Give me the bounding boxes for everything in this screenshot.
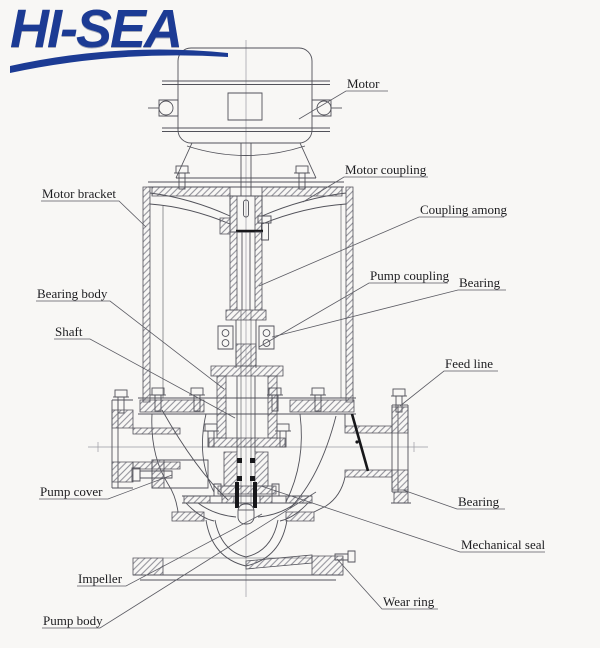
- shaft-and-couplings: [202, 143, 292, 505]
- logo-text: HI-SEA: [10, 0, 183, 59]
- feed-line-foot: [394, 492, 408, 503]
- coupling-among-label: Coupling among: [420, 202, 508, 217]
- pump-coupling-label: Pump coupling: [370, 268, 450, 283]
- pump-body-label: Pump body: [43, 613, 103, 628]
- bearing-lower-label: Bearing: [458, 494, 500, 509]
- motor-label: Motor: [347, 76, 380, 91]
- pump-body-part: [112, 387, 411, 580]
- motor-part: [148, 48, 342, 178]
- impeller-label: Impeller: [78, 571, 123, 586]
- bearing-lower-leader: [403, 490, 505, 509]
- motor-bracket-label: Motor bracket: [42, 186, 116, 201]
- feed-line-leader: [400, 371, 498, 406]
- pump-body-leader: [42, 492, 316, 628]
- impeller-part: [182, 482, 312, 566]
- motor-terminal-box: [228, 93, 262, 120]
- coupling-among-part: [230, 232, 237, 310]
- bearing-body-label: Bearing body: [37, 286, 108, 301]
- impeller-nut: [238, 504, 254, 524]
- coupling-among-leader: [259, 217, 504, 286]
- bearing-upper-part: [218, 326, 274, 349]
- part-labels: Motor Motor coupling Coupling among Pump…: [37, 76, 545, 628]
- check-valve-flap: [352, 414, 368, 471]
- feed-line-label: Feed line: [445, 356, 493, 371]
- pump-cover-label: Pump cover: [40, 484, 103, 499]
- motor-lifting-lug-left: [159, 101, 173, 115]
- base-foot-left: [133, 558, 163, 575]
- feed-line-part: [390, 388, 411, 503]
- mechanical-seal-leader: [261, 486, 545, 552]
- logo-swoosh-icon: [10, 49, 228, 73]
- hisea-logo: HI-SEA: [10, 2, 228, 74]
- base-foot-right: [312, 556, 343, 575]
- bearing-body-leader: [36, 301, 224, 389]
- shaft-leader: [54, 339, 235, 418]
- motor-coupling-label: Motor coupling: [345, 162, 427, 177]
- motor-bracket-leader: [41, 201, 146, 227]
- motor-coupling-leader: [303, 177, 428, 202]
- mechanical-seal-part: [218, 452, 276, 494]
- motor-lifting-lug-right: [317, 101, 331, 115]
- bracket-bolt-right: [293, 165, 311, 190]
- mechanical-seal-label: Mechanical seal: [461, 537, 545, 552]
- bearing-upper-leader: [272, 290, 506, 337]
- wear-ring-leader: [337, 559, 438, 609]
- wear-ring-part: [286, 512, 314, 521]
- impeller-leader: [77, 514, 262, 586]
- bearing-upper-label: Bearing: [459, 275, 501, 290]
- leader-lines: [36, 91, 545, 628]
- shaft-label: Shaft: [55, 324, 83, 339]
- pump-coupling-leader: [259, 283, 448, 347]
- wear-ring-label: Wear ring: [383, 594, 435, 609]
- bearing-body-part: [202, 366, 292, 448]
- pump-coupling-part: [236, 344, 256, 366]
- pump-cover-leader: [39, 475, 172, 499]
- motor-leader: [299, 91, 388, 119]
